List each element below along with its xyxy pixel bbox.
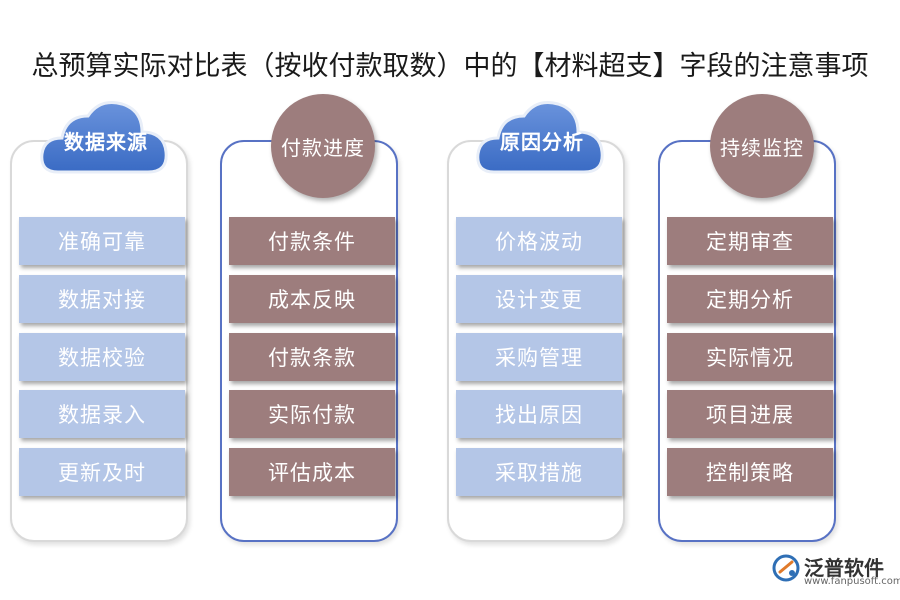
column-panel-payment-progress: 付款条件 成本反映 付款条款 实际付款 评估成本 [220,140,398,542]
list-item: 实际情况 [667,333,833,381]
circle-heading-payment-progress: 付款进度 [271,94,375,198]
column-panel-data-source: 准确可靠 数据对接 数据校验 数据录入 更新及时 [10,140,188,542]
list-item: 付款条款 [229,333,395,381]
list-item: 实际付款 [229,390,395,438]
list-item: 数据校验 [19,333,185,381]
list-item: 数据对接 [19,275,185,323]
brand-logo: 泛普软件 www.fanpusoft.com [772,552,900,596]
column-panel-continuous-monitoring: 定期审查 定期分析 实际情况 项目进展 控制策略 [658,140,836,542]
logo-url-text: www.fanpusoft.com [804,576,900,587]
page-title: 总预算实际对比表（按收付款取数）中的【材料超支】字段的注意事项 [31,51,869,82]
list-item: 定期审查 [667,217,833,265]
cloud-heading-label: 数据来源 [64,130,148,154]
list-item: 更新及时 [19,448,185,496]
list-item: 采取措施 [456,448,622,496]
list-item: 找出原因 [456,390,622,438]
list-item: 准确可靠 [19,217,185,265]
cloud-heading-data-source: 数据来源 [36,92,176,182]
cloud-heading-label: 原因分析 [500,130,584,154]
column-panel-cause-analysis: 价格波动 设计变更 采购管理 找出原因 采取措施 [447,140,625,542]
list-item: 定期分析 [667,275,833,323]
logo-icon [772,554,800,582]
cloud-icon [476,101,604,174]
list-item: 付款条件 [229,217,395,265]
logo-brand-text: 泛普软件 [804,556,884,580]
list-item: 设计变更 [456,275,622,323]
list-item: 采购管理 [456,333,622,381]
list-item: 价格波动 [456,217,622,265]
list-item: 数据录入 [19,390,185,438]
circle-heading-continuous-monitoring: 持续监控 [710,94,814,198]
cloud-icon [40,101,168,174]
list-item: 控制策略 [667,448,833,496]
list-item: 成本反映 [229,275,395,323]
list-item: 项目进展 [667,390,833,438]
list-item: 评估成本 [229,448,395,496]
cloud-heading-cause-analysis: 原因分析 [472,92,612,182]
